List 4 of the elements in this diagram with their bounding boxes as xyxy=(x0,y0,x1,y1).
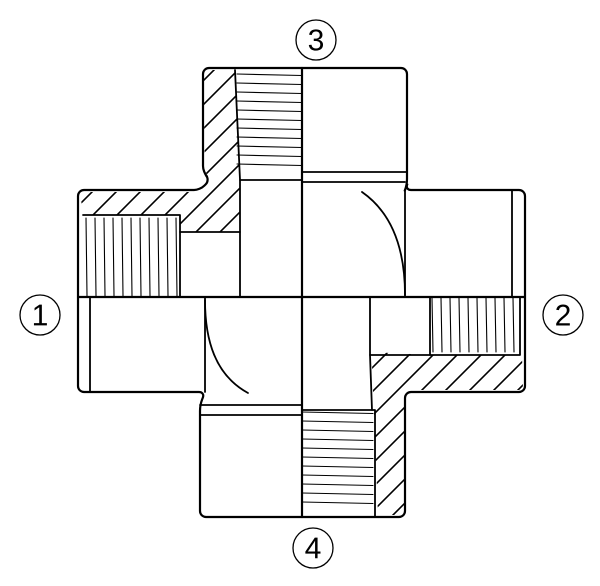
callout-number: 1 xyxy=(19,294,61,336)
callout-number: 4 xyxy=(292,527,334,569)
callout-number: 3 xyxy=(295,19,337,61)
callout-number: 2 xyxy=(542,294,584,336)
